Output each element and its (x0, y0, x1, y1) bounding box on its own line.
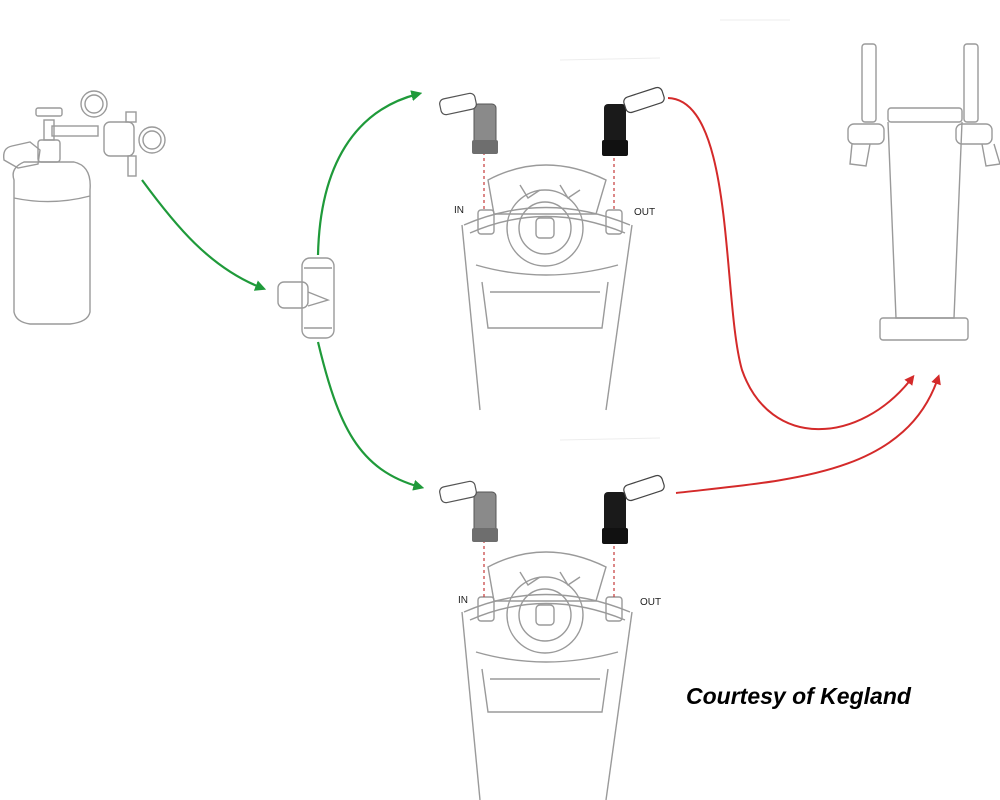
co2-cylinder-with-regulator (2, 90, 166, 325)
keg-top: IN OUT (439, 86, 665, 411)
gas-disconnect (439, 92, 498, 154)
beer-line-from-bottom-keg (675, 374, 941, 494)
gas-line-to-top-keg (316, 90, 423, 256)
tee-fitting (277, 257, 335, 339)
gas-disconnect (439, 480, 498, 542)
credit-caption: Courtesy of Kegland (686, 683, 911, 709)
liquid-disconnect (602, 86, 665, 156)
gas-line-to-tee (141, 179, 267, 291)
liquid-disconnect (602, 474, 665, 544)
in-label: IN (454, 205, 464, 216)
in-label: IN (458, 595, 468, 606)
beer-tap-tower (847, 43, 1000, 341)
gas-line-to-bottom-keg (316, 341, 425, 491)
beer-line-from-top-keg (667, 97, 915, 431)
out-label: OUT (640, 597, 661, 608)
keg-bottom: IN OUT (439, 474, 665, 800)
background-ghost-lines (559, 19, 790, 441)
out-label: OUT (634, 207, 655, 218)
